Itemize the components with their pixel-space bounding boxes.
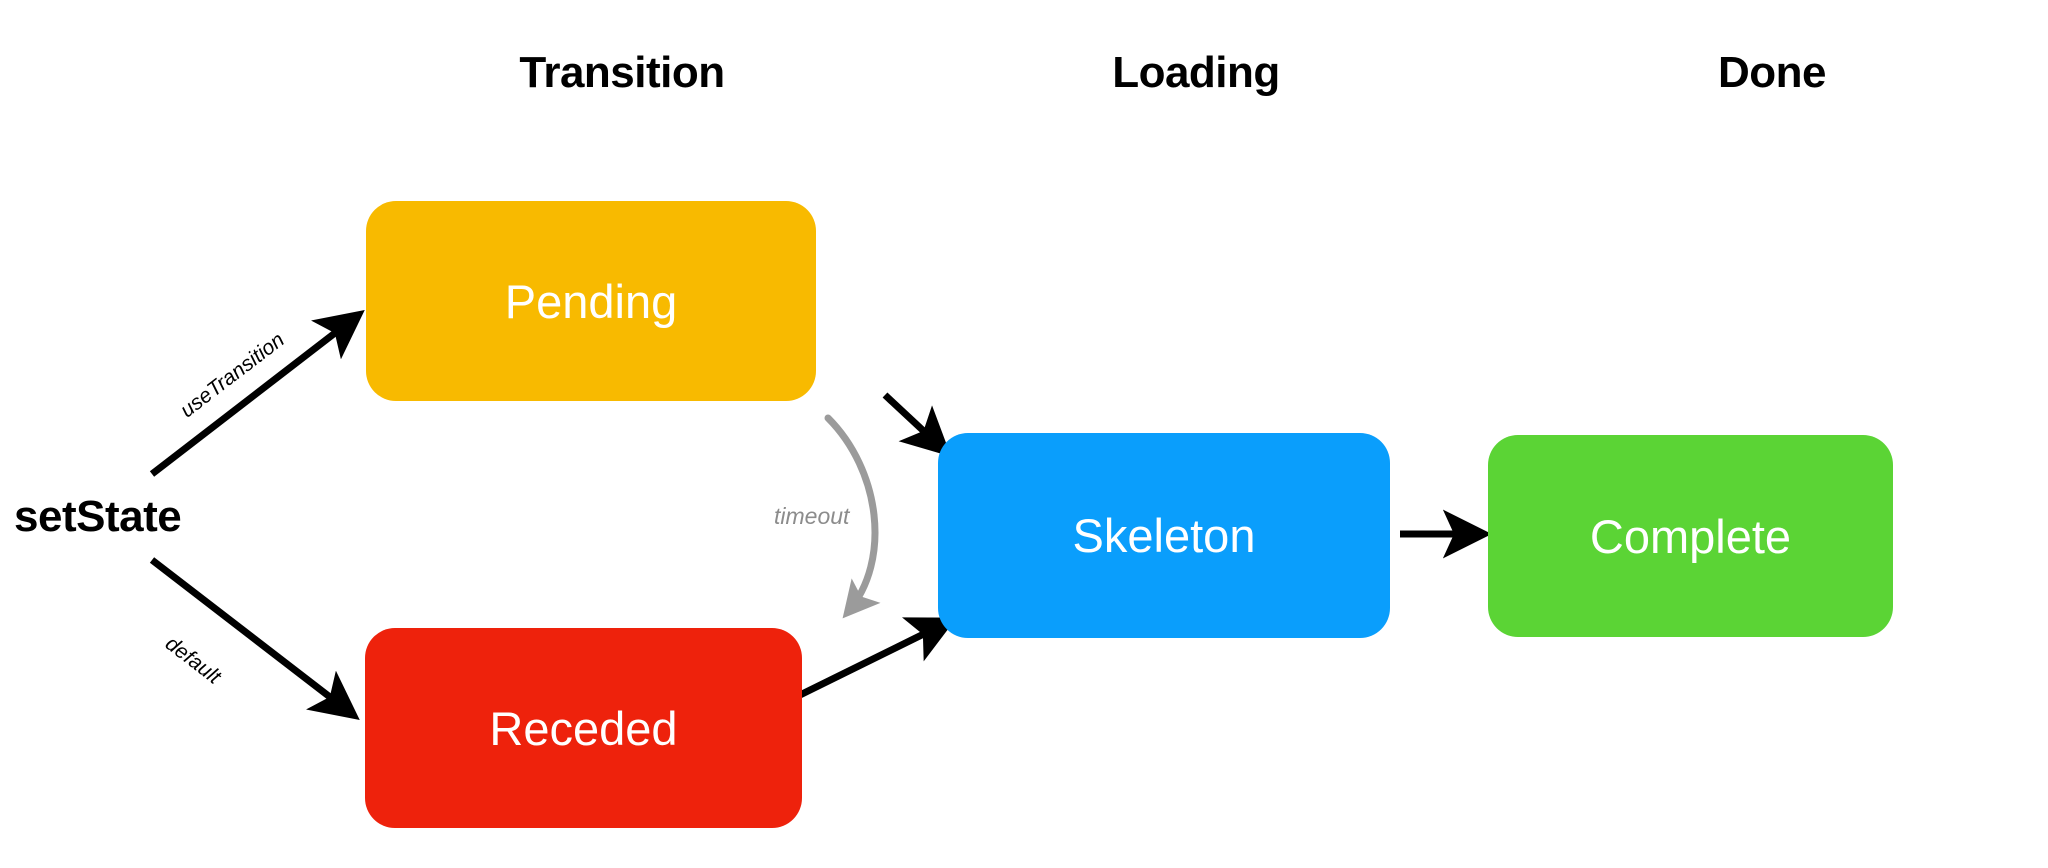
edge-receded-to-skeleton <box>798 617 957 699</box>
edge-pending-to-skeleton <box>882 392 952 457</box>
entry-label-setstate: setState <box>14 492 182 541</box>
edge-setstate-to-pending <box>149 310 365 477</box>
state-node-skeleton[interactable]: Skeleton <box>938 433 1390 638</box>
column-header-transition: Transition <box>519 48 725 97</box>
column-header-loading: Loading <box>1112 48 1280 97</box>
edge-label-default: default <box>160 632 226 689</box>
state-node-receded[interactable]: Receded <box>365 628 802 828</box>
state-node-skeleton-label: Skeleton <box>1072 509 1256 562</box>
state-node-pending-label: Pending <box>504 274 678 328</box>
state-node-receded-label: Receded <box>489 701 678 755</box>
state-node-complete-label: Complete <box>1589 509 1792 563</box>
edge-label-usetransition: useTransition <box>176 328 289 423</box>
state-node-complete[interactable]: Complete <box>1488 435 1893 637</box>
state-node-pending[interactable]: Pending <box>366 201 816 401</box>
column-header-done: Done <box>1718 48 1827 97</box>
edge-label-timeout: timeout <box>774 503 850 529</box>
